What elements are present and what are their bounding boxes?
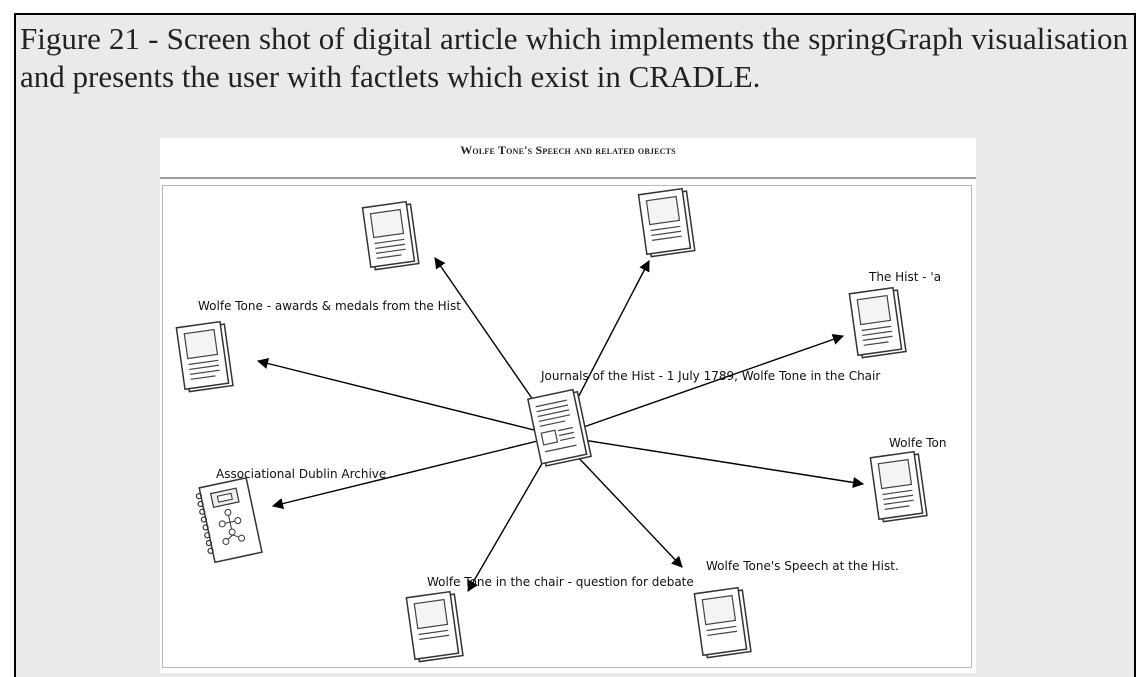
document-icon[interactable]	[359, 199, 425, 277]
node-label-right-lower[interactable]: Wolfe Ton	[889, 436, 947, 450]
edge-left-upper	[256, 358, 559, 437]
figure-caption: Figure 21 - Screen shot of digital artic…	[20, 21, 1128, 94]
node-label-left-lower[interactable]: Associational Dublin Archive	[216, 467, 387, 481]
article-title: Wolfe Tone's Speech and related objects	[460, 143, 676, 157]
edge-right-lower	[557, 435, 865, 488]
spring-graph[interactable]: Journals of the Hist - 1 July 1789, Wolf…	[162, 185, 972, 668]
document-icon[interactable]	[635, 186, 701, 264]
document-icon[interactable]	[403, 588, 469, 668]
document-icon[interactable]	[846, 284, 912, 366]
document-icon[interactable]	[867, 448, 933, 530]
title-divider	[160, 177, 976, 179]
archive-notebook-icon[interactable]	[193, 474, 269, 570]
node-label-right-upper[interactable]: The Hist - 'a	[869, 270, 942, 284]
node-label-center[interactable]: Journals of the Hist - 1 July 1789, Wolf…	[541, 369, 881, 383]
node-label-left-upper[interactable]: Wolfe Tone - awards & medals from the Hi…	[198, 299, 461, 313]
document-icon[interactable]	[173, 318, 239, 400]
edge-left-lower	[271, 435, 559, 510]
node-label-bottom-right[interactable]: Wolfe Tone's Speech at the Hist.	[706, 559, 899, 573]
node-label-bottom-left[interactable]: Wolfe Tone in the chair - question for d…	[427, 575, 694, 589]
journal-document-icon[interactable]	[523, 386, 599, 474]
article-screenshot: Wolfe Tone's Speech and related objects …	[160, 138, 976, 673]
document-icon[interactable]	[691, 584, 757, 666]
edge-right-upper	[557, 334, 845, 437]
